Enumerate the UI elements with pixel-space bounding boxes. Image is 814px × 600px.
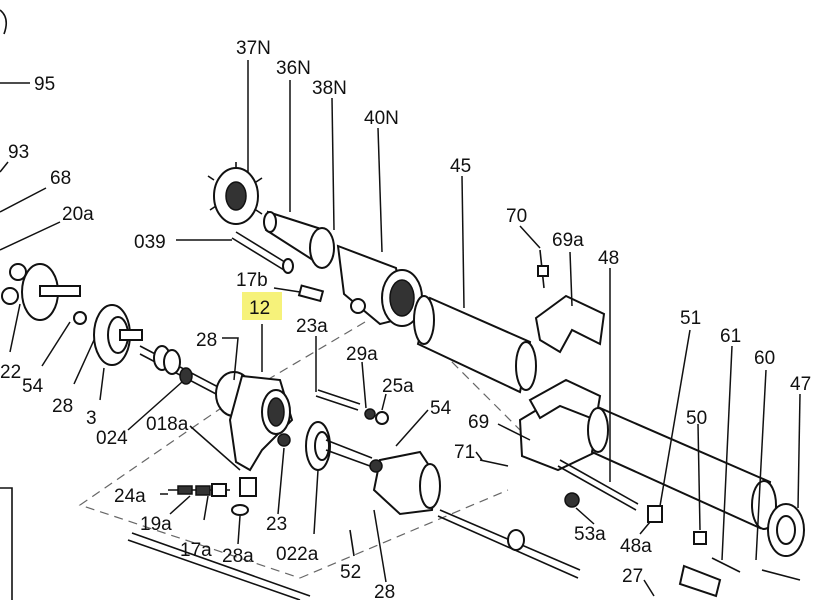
label-22: 22: [0, 362, 21, 383]
label-40N: 40N: [364, 108, 399, 129]
tube-right: [587, 406, 777, 530]
label-19a: 19a: [140, 514, 172, 535]
label-17b: 17b: [236, 270, 268, 291]
label-36N: 36N: [276, 58, 311, 79]
leader-lines: [0, 60, 801, 597]
label-3: 3: [86, 408, 97, 429]
screw-chain: [168, 483, 230, 497]
flange-40N: [336, 244, 423, 327]
label-54-mid: 54: [430, 398, 452, 419]
part-27: [678, 564, 722, 598]
label-25a: 25a: [382, 376, 414, 397]
screw-70: [537, 249, 549, 289]
label-69a: 69a: [552, 230, 584, 251]
part-labels: 95 93 68 20a 22 54 28 3 024 018a 28 12 1…: [0, 38, 811, 600]
label-17a: 17a: [180, 540, 212, 561]
ring-28a: [231, 504, 249, 516]
label-93: 93: [8, 142, 29, 163]
label-38N: 38N: [312, 78, 347, 99]
saddle-69a: [534, 294, 606, 354]
ring-38N: [309, 227, 335, 269]
shaft-024: [139, 345, 221, 396]
label-45: 45: [450, 156, 471, 177]
label-28-mid: 28: [196, 330, 217, 351]
center-shaft-022a: [277, 421, 373, 471]
shaft-28-bottom: [437, 509, 581, 579]
tube-45: [413, 295, 537, 394]
label-53a: 53a: [574, 524, 606, 545]
label-018a: 018a: [146, 414, 189, 435]
label-54-left: 54: [22, 376, 44, 397]
label-27: 27: [622, 566, 643, 587]
label-61: 61: [720, 326, 741, 347]
highlight-12: [242, 292, 282, 320]
label-28-bottom: 28: [374, 582, 395, 600]
label-024: 024: [96, 428, 128, 449]
label-60: 60: [754, 348, 775, 369]
partial-part-topleft: [0, 9, 8, 35]
frame-bracket: [0, 487, 13, 600]
label-52: 52: [340, 562, 361, 583]
shaft-48: [557, 459, 639, 511]
rod-039: [231, 231, 294, 274]
label-28a: 28a: [222, 546, 254, 567]
nut-47: [767, 503, 805, 557]
part-60: [761, 569, 801, 581]
label-47: 47: [790, 374, 811, 395]
label-039: 039: [134, 232, 166, 253]
pin-61: [711, 557, 741, 573]
nut-53a: [564, 492, 580, 508]
long-rod: [127, 532, 311, 600]
label-71: 71: [454, 442, 475, 463]
label-29a: 29a: [346, 344, 378, 365]
screw-52: [349, 529, 355, 557]
center-housing-54: [369, 450, 441, 516]
label-28-left: 28: [52, 396, 73, 417]
pin-23a: [315, 389, 361, 411]
label-24a: 24a: [114, 486, 146, 507]
label-69: 69: [468, 412, 489, 433]
label-022a: 022a: [276, 544, 319, 565]
label-48: 48: [598, 248, 619, 269]
label-51: 51: [680, 308, 701, 329]
part-50: [693, 531, 707, 545]
nut-51: [647, 505, 663, 523]
left-end-assembly: [1, 263, 143, 366]
label-37N: 37N: [236, 38, 271, 59]
gear-37N: [207, 162, 263, 225]
label-68: 68: [50, 168, 71, 189]
label-12: 12: [249, 298, 270, 319]
label-20a: 20a: [62, 204, 94, 225]
screw-71: [479, 459, 509, 467]
label-23a: 23a: [296, 316, 328, 337]
label-23: 23: [266, 514, 287, 535]
label-50: 50: [686, 408, 707, 429]
label-70: 70: [506, 206, 527, 227]
label-95: 95: [34, 74, 55, 95]
gear-housing-12: [215, 371, 294, 497]
label-48a: 48a: [620, 536, 652, 557]
part-25a: [375, 411, 389, 425]
pin-17b: [297, 284, 325, 303]
part-29a: [364, 408, 376, 420]
